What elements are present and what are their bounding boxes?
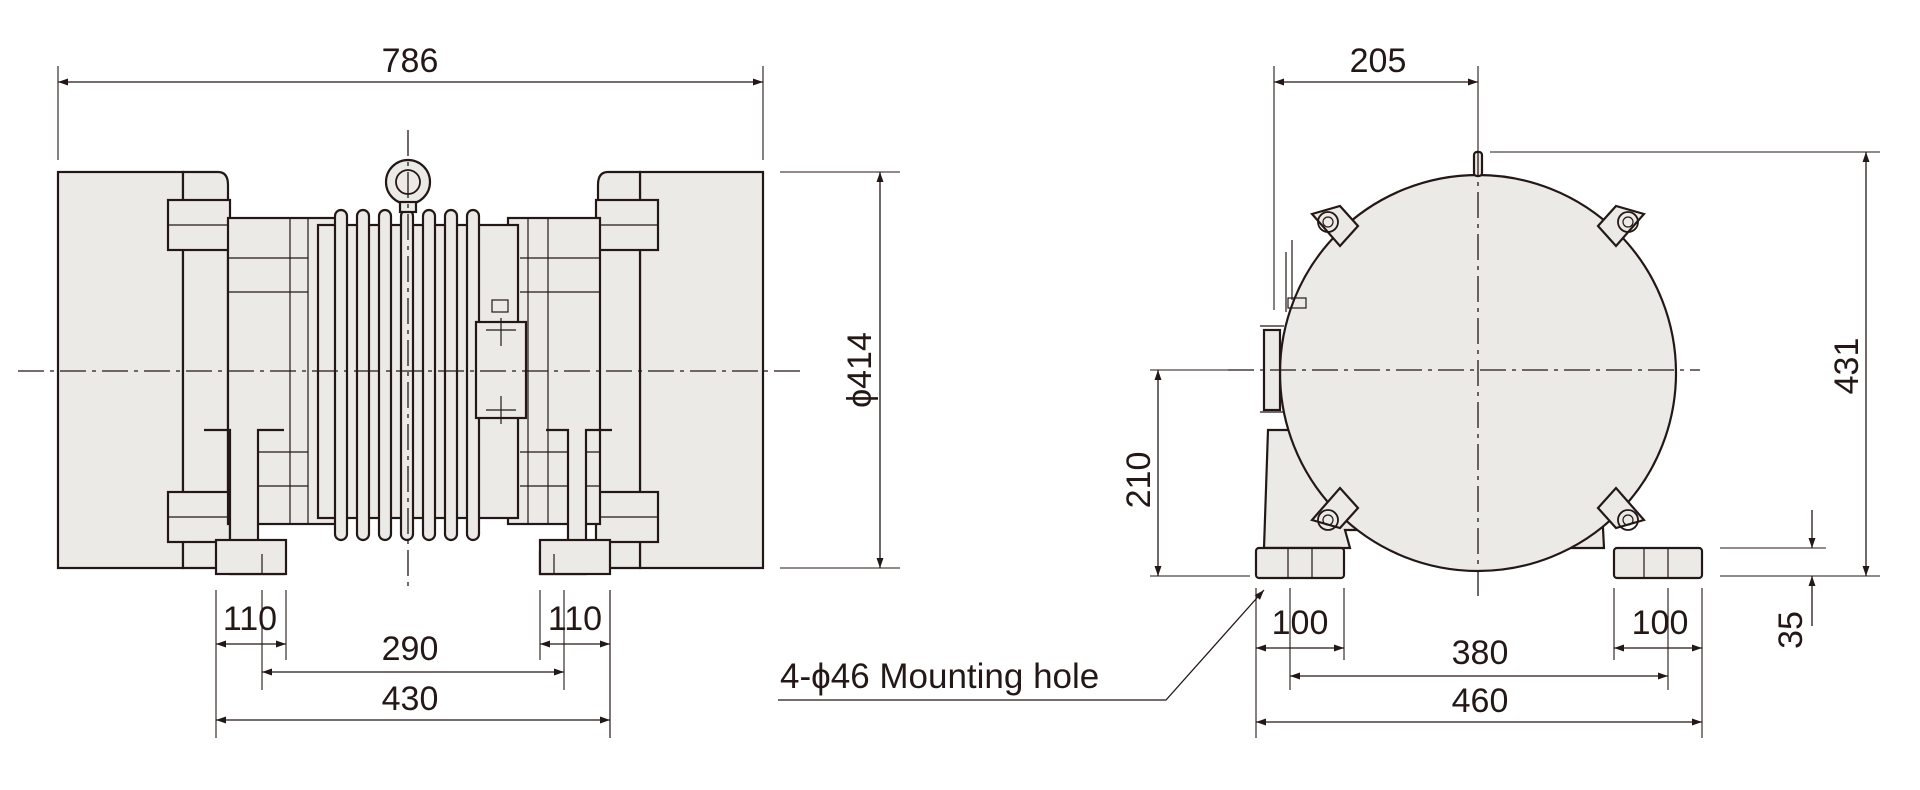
dim-center-height: 210 <box>1120 452 1158 509</box>
dim-hole-pitch-side: 380 <box>1452 634 1509 672</box>
mounting-hole-note: 4-ϕ46 Mounting hole <box>780 657 1099 696</box>
dim-half-width-offset: 205 <box>1350 42 1407 80</box>
dim-overall-length: 786 <box>382 42 439 80</box>
dim-hole-pitch: 290 <box>382 630 439 668</box>
right-mounting-foot <box>1612 546 1704 580</box>
dim-left-foot-width: 110 <box>223 600 277 638</box>
left-mounting-foot <box>1254 546 1346 580</box>
dim-foot-height: 35 <box>1772 611 1810 649</box>
housing-bolts <box>1310 204 1646 531</box>
dim-right-foot-width: 110 <box>548 600 602 638</box>
dim-overall-height: 431 <box>1828 338 1866 395</box>
left-end-housing <box>56 170 185 570</box>
right-end-housing <box>638 170 765 570</box>
dim-foot-span: 430 <box>382 680 439 718</box>
dim-base-width: 460 <box>1452 682 1509 720</box>
cooling-fins <box>333 208 481 542</box>
mounting-hole-leader <box>778 589 1265 701</box>
dim-left-foot-width-side: 100 <box>1272 604 1329 642</box>
dim-right-foot-width-side: 100 <box>1632 604 1689 642</box>
dim-diameter: ϕ414 <box>841 332 879 408</box>
front-view: 786 ϕ414 110 110 290 430 <box>18 42 900 738</box>
side-view: 205 431 210 35 100 100 380 460 <box>778 42 1880 738</box>
